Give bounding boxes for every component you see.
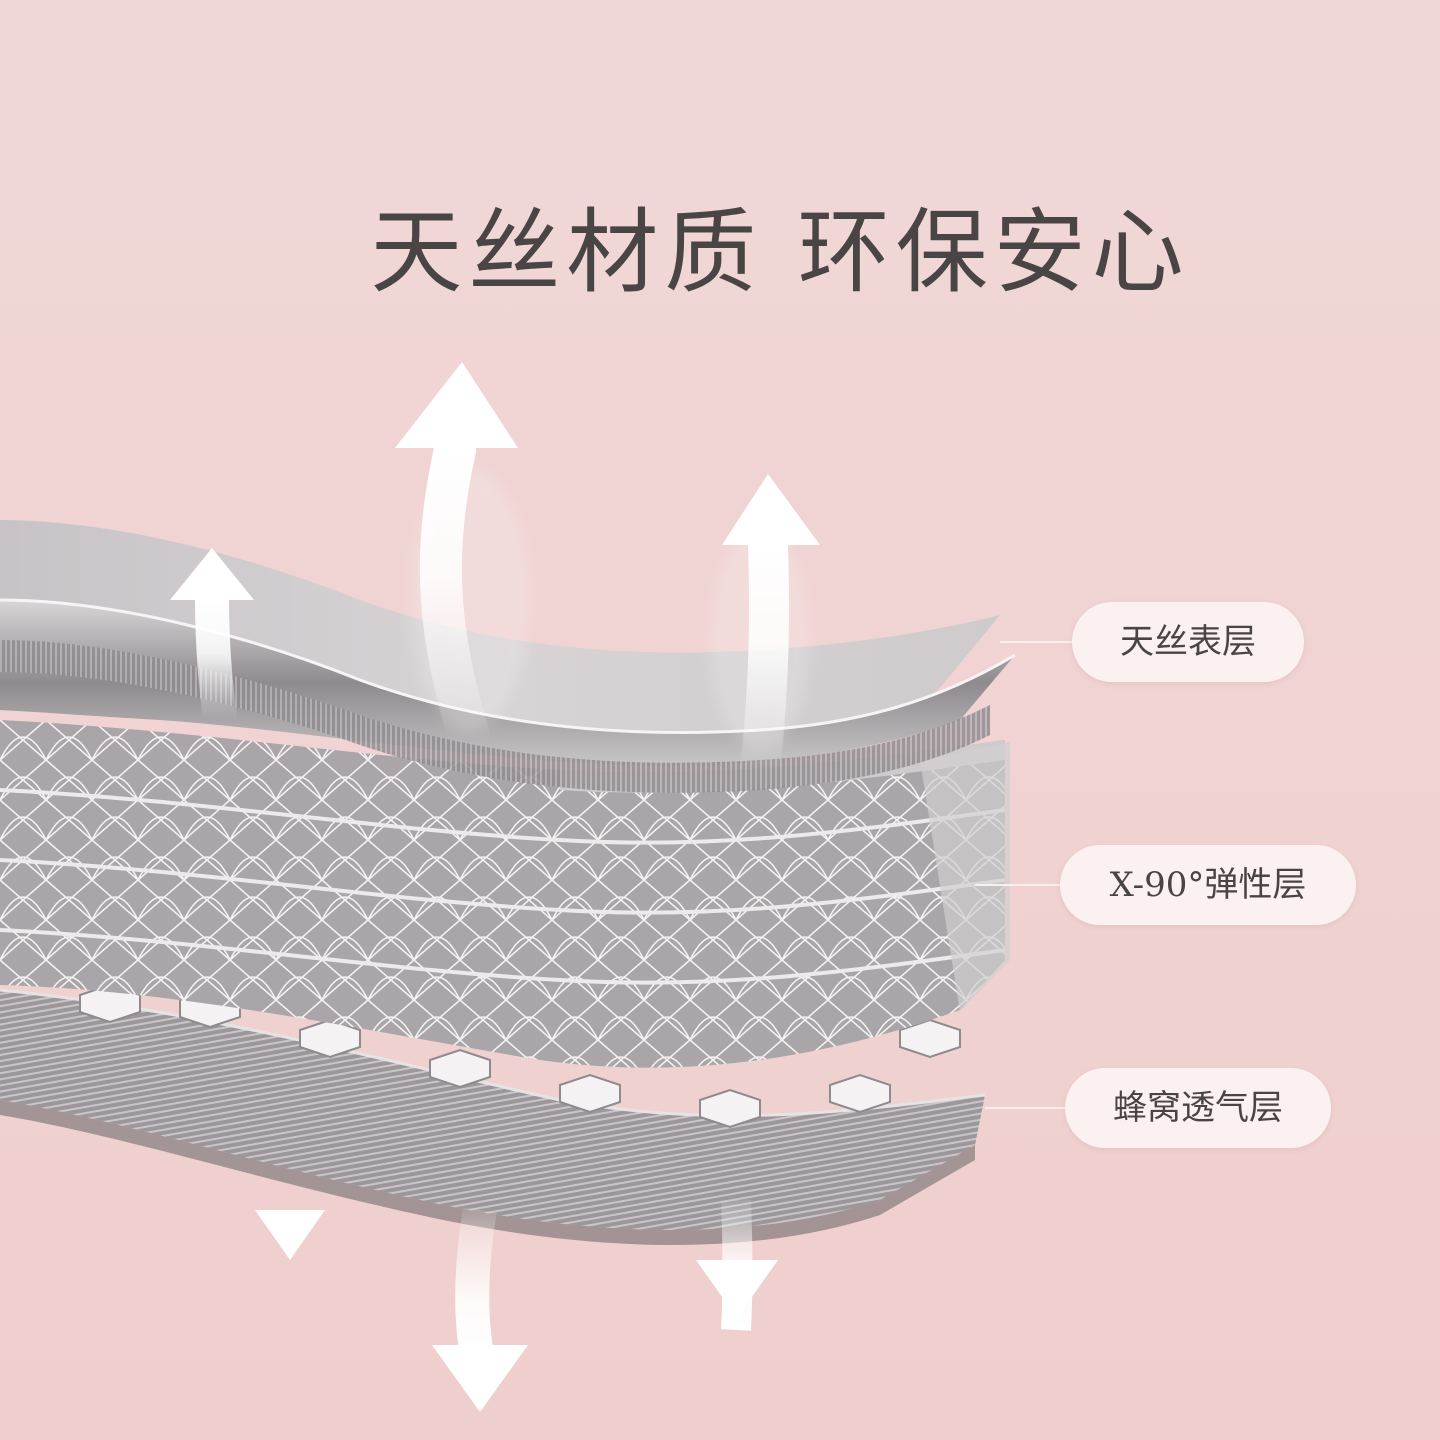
headline: 天丝材质 环保安心 bbox=[370, 199, 1190, 306]
leader-line-elastic bbox=[975, 884, 1060, 886]
arrow-updown-icon bbox=[255, 1150, 325, 1260]
leader-line-tencel bbox=[1000, 641, 1072, 643]
label-tencel-surface-layer: 天丝表层 bbox=[1072, 602, 1304, 682]
arrow-updown-icon bbox=[696, 1199, 778, 1331]
arrow-up-icon bbox=[170, 548, 254, 737]
label-honeycomb-breathable-layer: 蜂窝透气层 bbox=[1065, 1068, 1331, 1148]
arrow-updown-icon bbox=[432, 1207, 528, 1412]
label-x90-elastic-layer: X-90°弹性层 bbox=[1060, 845, 1356, 925]
leader-line-honeycomb bbox=[985, 1107, 1065, 1109]
x90-elastic-layer bbox=[0, 720, 1010, 1068]
